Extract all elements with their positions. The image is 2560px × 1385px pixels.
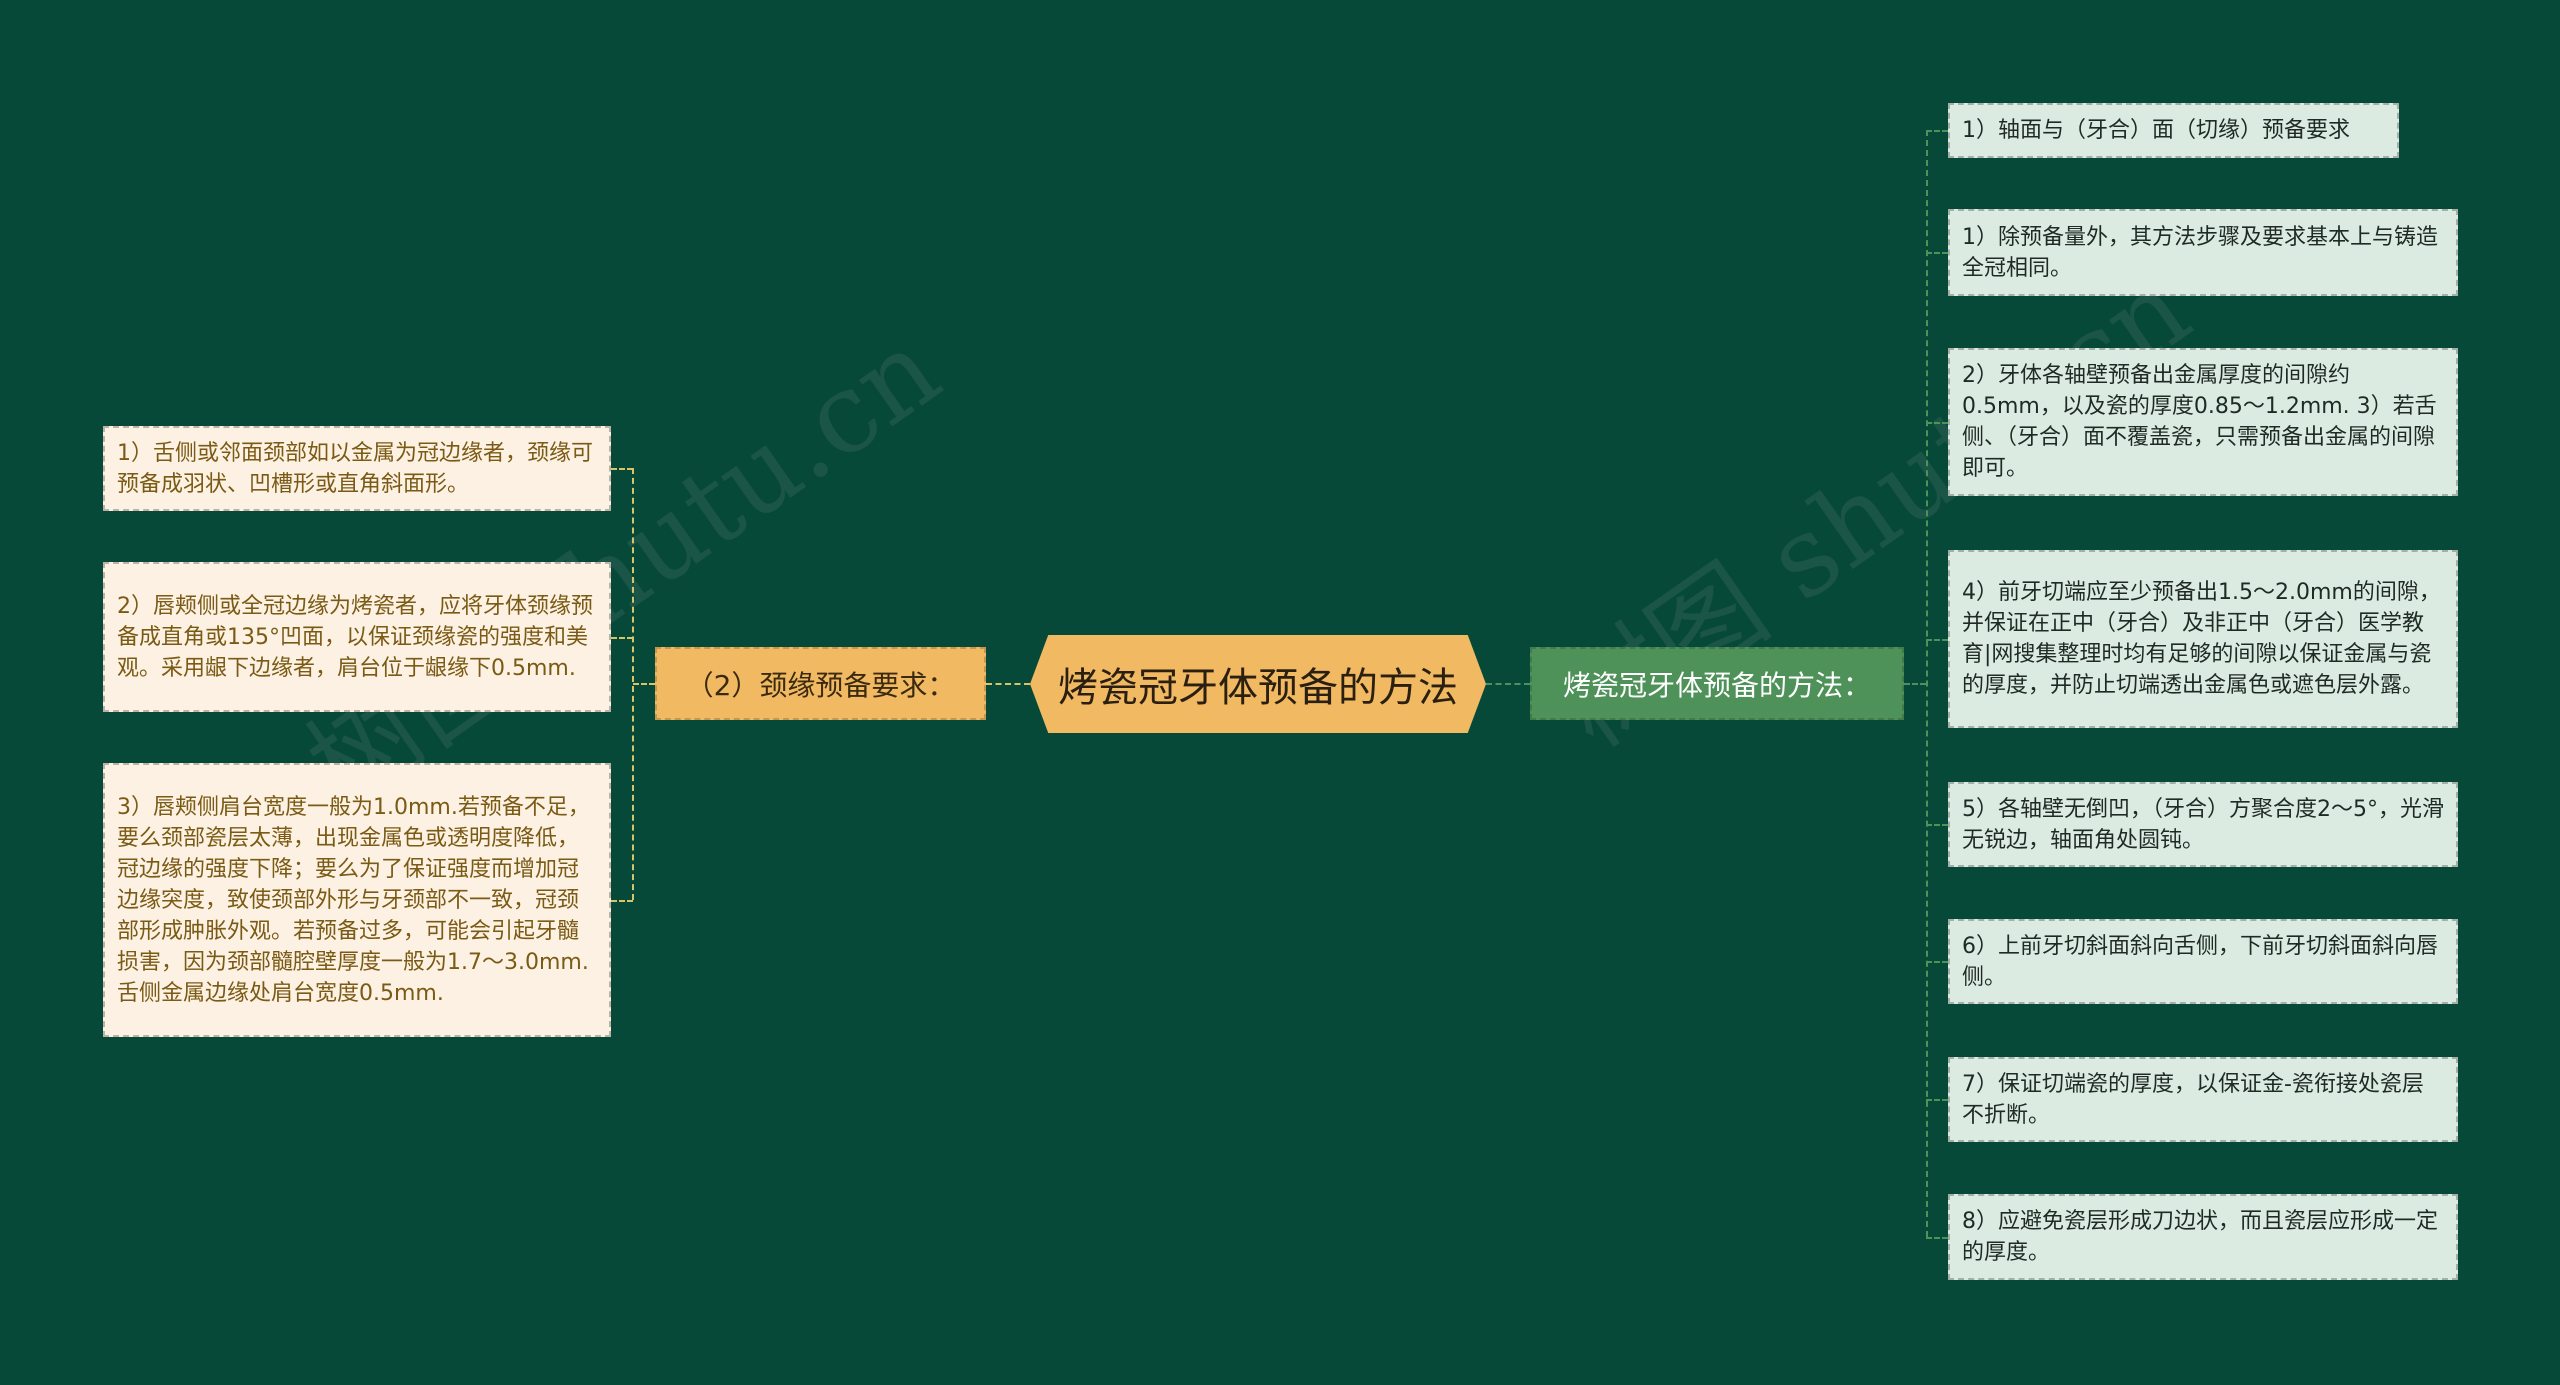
right-connector-branch bbox=[1926, 824, 1948, 826]
left-leaf-2[interactable]: 2）唇颊侧或全冠边缘为烤瓷者，应将牙体颈缘预备成直角或135°凹面，以保证颈缘瓷… bbox=[103, 562, 611, 712]
right-leaf-text: 1）轴面与（牙合）面（切缘）预备要求 bbox=[1962, 118, 2350, 143]
right-connector-branch bbox=[1926, 1099, 1948, 1101]
right-connector-branch bbox=[1926, 961, 1948, 963]
left-leaf-1[interactable]: 1）舌侧或邻面颈部如以金属为冠边缘者，颈缘可预备成羽状、凹槽形或直角斜面形。 bbox=[103, 426, 611, 511]
right-leaf-text: 6）上前牙切斜面斜向舌侧，下前牙切斜面斜向唇侧。 bbox=[1962, 933, 2438, 990]
right-leaf-3[interactable]: 2）牙体各轴壁预备出金属厚度的间隙约0.5mm，以及瓷的厚度0.85～1.2mm… bbox=[1948, 348, 2458, 496]
right-connector-branch bbox=[1926, 639, 1948, 641]
root-left-connector bbox=[986, 683, 1030, 685]
left-connector-branch bbox=[611, 637, 633, 639]
root-right-connector bbox=[1486, 683, 1530, 685]
left-branch-label: （2）颈缘预备要求： bbox=[685, 668, 956, 702]
right-branch-node[interactable]: 烤瓷冠牙体预备的方法： bbox=[1530, 647, 1904, 720]
watermark: 树图 shutu.cn bbox=[285, 304, 962, 832]
right-leaf-text: 1）除预备量外，其方法步骤及要求基本上与铸造全冠相同。 bbox=[1962, 224, 2438, 281]
left-leaf-text: 1）舌侧或邻面颈部如以金属为冠边缘者，颈缘可预备成羽状、凹槽形或直角斜面形。 bbox=[117, 440, 593, 497]
left-leaf-text: 3）唇颊侧肩台宽度一般为1.0mm.若预备不足，要么颈部瓷层太薄，出现金属色或透… bbox=[117, 794, 590, 1006]
right-leaf-text: 5）各轴壁无倒凹，（牙合）方聚合度2～5°，光滑无锐边，轴面角处圆钝。 bbox=[1962, 796, 2444, 853]
right-connector-trunk bbox=[1904, 683, 1926, 685]
right-leaf-4[interactable]: 4）前牙切端应至少预备出1.5～2.0mm的间隙，并保证在正中（牙合）及非正中（… bbox=[1948, 550, 2458, 728]
right-leaf-text: 4）前牙切端应至少预备出1.5～2.0mm的间隙，并保证在正中（牙合）及非正中（… bbox=[1962, 580, 2441, 698]
right-connector-vertical bbox=[1926, 130, 1928, 1237]
root-label: 烤瓷冠牙体预备的方法 bbox=[1058, 665, 1458, 711]
right-leaf-5[interactable]: 5）各轴壁无倒凹，（牙合）方聚合度2～5°，光滑无锐边，轴面角处圆钝。 bbox=[1948, 782, 2458, 867]
right-leaf-text: 8）应避免瓷层形成刀边状，而且瓷层应形成一定的厚度。 bbox=[1962, 1209, 2438, 1265]
right-leaf-7[interactable]: 7）保证切端瓷的厚度，以保证金-瓷衔接处瓷层不折断。 bbox=[1948, 1057, 2458, 1142]
right-connector-branch bbox=[1926, 130, 1948, 132]
root-node[interactable]: 烤瓷冠牙体预备的方法 bbox=[1030, 635, 1486, 733]
left-connector-branch bbox=[611, 900, 633, 902]
right-connector-branch bbox=[1926, 1237, 1948, 1239]
left-branch-node[interactable]: （2）颈缘预备要求： bbox=[655, 647, 986, 720]
right-leaf-1[interactable]: 1）轴面与（牙合）面（切缘）预备要求 bbox=[1948, 103, 2399, 158]
right-leaf-text: 7）保证切端瓷的厚度，以保证金-瓷衔接处瓷层不折断。 bbox=[1962, 1071, 2424, 1128]
right-connector-branch bbox=[1926, 422, 1948, 424]
left-leaf-text: 2）唇颊侧或全冠边缘为烤瓷者，应将牙体颈缘预备成直角或135°凹面，以保证颈缘瓷… bbox=[117, 593, 593, 681]
left-leaf-3[interactable]: 3）唇颊侧肩台宽度一般为1.0mm.若预备不足，要么颈部瓷层太薄，出现金属色或透… bbox=[103, 763, 611, 1037]
right-leaf-6[interactable]: 6）上前牙切斜面斜向舌侧，下前牙切斜面斜向唇侧。 bbox=[1948, 919, 2458, 1004]
right-leaf-8[interactable]: 8）应避免瓷层形成刀边状，而且瓷层应形成一定的厚度。 bbox=[1948, 1194, 2458, 1280]
right-branch-label: 烤瓷冠牙体预备的方法： bbox=[1562, 668, 1871, 702]
right-leaf-text: 2）牙体各轴壁预备出金属厚度的间隙约0.5mm，以及瓷的厚度0.85～1.2mm… bbox=[1962, 363, 2437, 481]
right-connector-branch bbox=[1926, 252, 1948, 254]
left-connector-branch bbox=[611, 468, 633, 470]
right-leaf-2[interactable]: 1）除预备量外，其方法步骤及要求基本上与铸造全冠相同。 bbox=[1948, 209, 2458, 296]
left-connector-trunk bbox=[633, 683, 655, 685]
